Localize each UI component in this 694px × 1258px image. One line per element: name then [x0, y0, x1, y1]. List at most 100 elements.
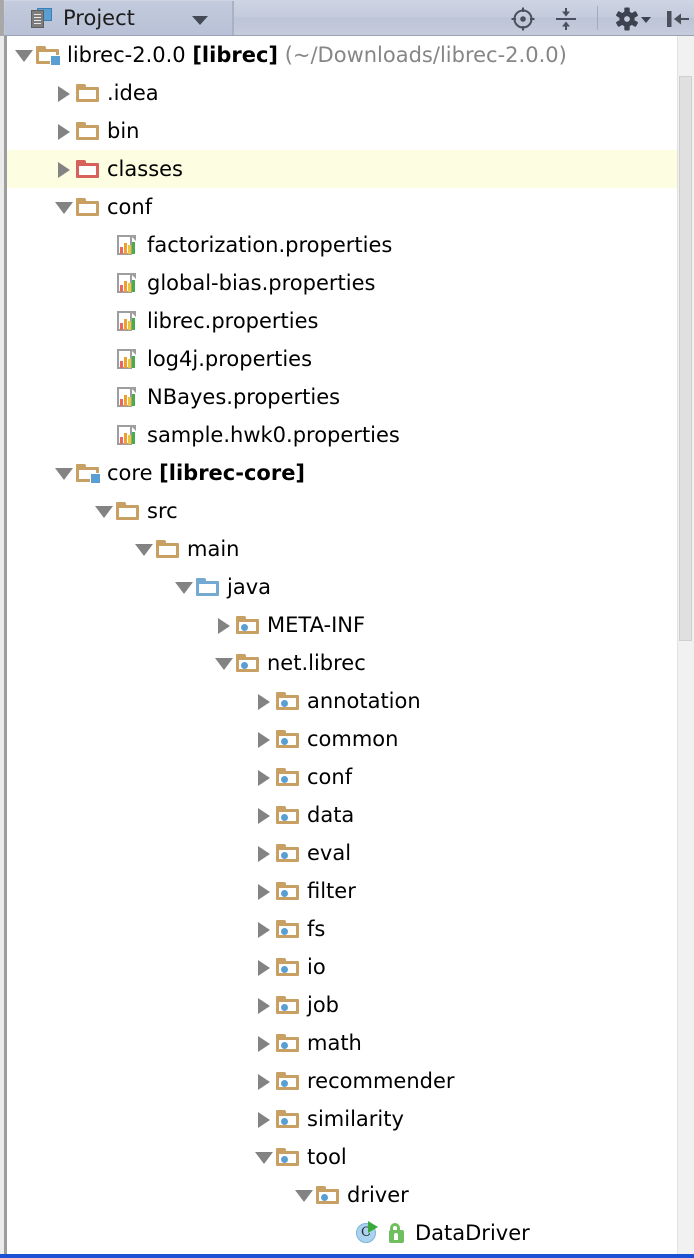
tree-row-indent [7, 891, 253, 892]
tree-row-indent [7, 93, 53, 94]
triangle-right-icon[interactable] [253, 918, 275, 940]
triangle-right-icon[interactable] [213, 614, 235, 636]
triangle-right-icon[interactable] [253, 728, 275, 750]
tree-row[interactable]: filter [7, 872, 677, 910]
triangle-down-icon[interactable] [253, 1146, 275, 1168]
properties-file-icon [115, 310, 141, 332]
tree-row[interactable]: src [7, 492, 677, 530]
tree-twisty-empty [93, 234, 115, 256]
tree-row[interactable]: tool [7, 1138, 677, 1176]
triangle-down-icon[interactable] [293, 1184, 315, 1206]
collapse-all-icon[interactable] [553, 6, 579, 32]
triangle-right-icon[interactable] [253, 1032, 275, 1054]
tab-project[interactable]: Project [5, 1, 234, 35]
tree-row-indent [7, 1005, 253, 1006]
chevron-down-icon[interactable] [641, 17, 651, 23]
tree-row[interactable]: recommender [7, 1062, 677, 1100]
tree-row[interactable]: conf [7, 188, 677, 226]
tree-row[interactable]: driver [7, 1176, 677, 1214]
tree-row-indent [7, 283, 93, 284]
tree-row-indent [7, 131, 53, 132]
tree-row-indent [7, 739, 253, 740]
triangle-down-icon[interactable] [213, 652, 235, 674]
tree-row-indent [7, 207, 53, 208]
tree-row-label: src [147, 498, 178, 523]
tree-row-label: math [307, 1030, 362, 1055]
triangle-down-icon[interactable] [133, 538, 155, 560]
tree-row-indent [7, 473, 53, 474]
tree-row[interactable]: META-INF [7, 606, 677, 644]
tree-row[interactable]: eval [7, 834, 677, 872]
triangle-right-icon[interactable] [253, 956, 275, 978]
triangle-right-icon[interactable] [53, 82, 75, 104]
tree-row[interactable]: math [7, 1024, 677, 1062]
tree-row[interactable]: librec-2.0.0 [librec] (~/Downloads/libre… [7, 36, 677, 74]
tree-row[interactable]: .idea [7, 74, 677, 112]
properties-file-icon [115, 234, 141, 256]
unlocked-padlock-icon [387, 1222, 407, 1244]
triangle-down-icon[interactable] [173, 576, 195, 598]
tree-twisty-empty [93, 424, 115, 446]
tree-row[interactable]: librec.properties [7, 302, 677, 340]
triangle-right-icon[interactable] [253, 1070, 275, 1092]
tree-row-indent [7, 853, 253, 854]
vertical-scrollbar-thumb[interactable] [679, 76, 692, 641]
tree-left-divider [4, 36, 7, 1258]
tree-row[interactable]: common [7, 720, 677, 758]
chevron-down-icon[interactable] [192, 16, 208, 25]
tree-row[interactable]: classes [7, 150, 677, 188]
triangle-right-icon[interactable] [253, 804, 275, 826]
tree-row[interactable]: core [librec-core] [7, 454, 677, 492]
triangle-down-icon[interactable] [13, 44, 35, 66]
tree-row-indent [7, 625, 213, 626]
gear-icon[interactable] [614, 6, 640, 32]
tree-row[interactable]: io [7, 948, 677, 986]
tree-row-label: annotation [307, 688, 421, 713]
triangle-right-icon[interactable] [253, 1108, 275, 1130]
package-folder-icon [235, 652, 261, 674]
package-folder-icon [275, 1108, 301, 1130]
tree-row-indent [7, 1195, 293, 1196]
package-folder-icon [275, 1032, 301, 1054]
tree-row[interactable]: net.librec [7, 644, 677, 682]
tree-row-label: conf [107, 194, 153, 219]
hide-panel-icon[interactable] [665, 6, 691, 32]
triangle-down-icon[interactable] [53, 462, 75, 484]
triangle-down-icon[interactable] [93, 500, 115, 522]
triangle-right-icon[interactable] [253, 766, 275, 788]
tree-row[interactable]: annotation [7, 682, 677, 720]
vertical-scrollbar-track[interactable] [677, 36, 694, 1258]
locate-icon[interactable] [510, 6, 536, 32]
tree-row[interactable]: factorization.properties [7, 226, 677, 264]
tree-row[interactable]: main [7, 530, 677, 568]
tree-row-indent [7, 1043, 253, 1044]
triangle-right-icon[interactable] [253, 842, 275, 864]
tree-row[interactable]: job [7, 986, 677, 1024]
tree-row[interactable]: NBayes.properties [7, 378, 677, 416]
tree-row[interactable]: log4j.properties [7, 340, 677, 378]
tree-row[interactable]: conf [7, 758, 677, 796]
tree-row-label: net.librec [267, 650, 366, 675]
package-folder-icon [315, 1184, 341, 1206]
triangle-right-icon[interactable] [53, 158, 75, 180]
tree-row-indent [7, 435, 93, 436]
tree-row-label: main [187, 536, 240, 561]
tree-row[interactable]: similarity [7, 1100, 677, 1138]
triangle-right-icon[interactable] [53, 120, 75, 142]
triangle-right-icon[interactable] [253, 690, 275, 712]
tree-row[interactable]: fs [7, 910, 677, 948]
triangle-right-icon[interactable] [253, 994, 275, 1016]
tree-row-label: META-INF [267, 612, 366, 637]
package-folder-icon [275, 994, 301, 1016]
package-folder-icon [275, 1070, 301, 1092]
tree-row[interactable]: global-bias.properties [7, 264, 677, 302]
tree-row[interactable]: bin [7, 112, 677, 150]
tree-row[interactable]: sample.hwk0.properties [7, 416, 677, 454]
tree-row-label: driver [347, 1182, 409, 1207]
tree-row[interactable]: data [7, 796, 677, 834]
tree-row[interactable]: java [7, 568, 677, 606]
triangle-down-icon[interactable] [53, 196, 75, 218]
triangle-right-icon[interactable] [253, 880, 275, 902]
tree-row-label: eval [307, 840, 352, 865]
